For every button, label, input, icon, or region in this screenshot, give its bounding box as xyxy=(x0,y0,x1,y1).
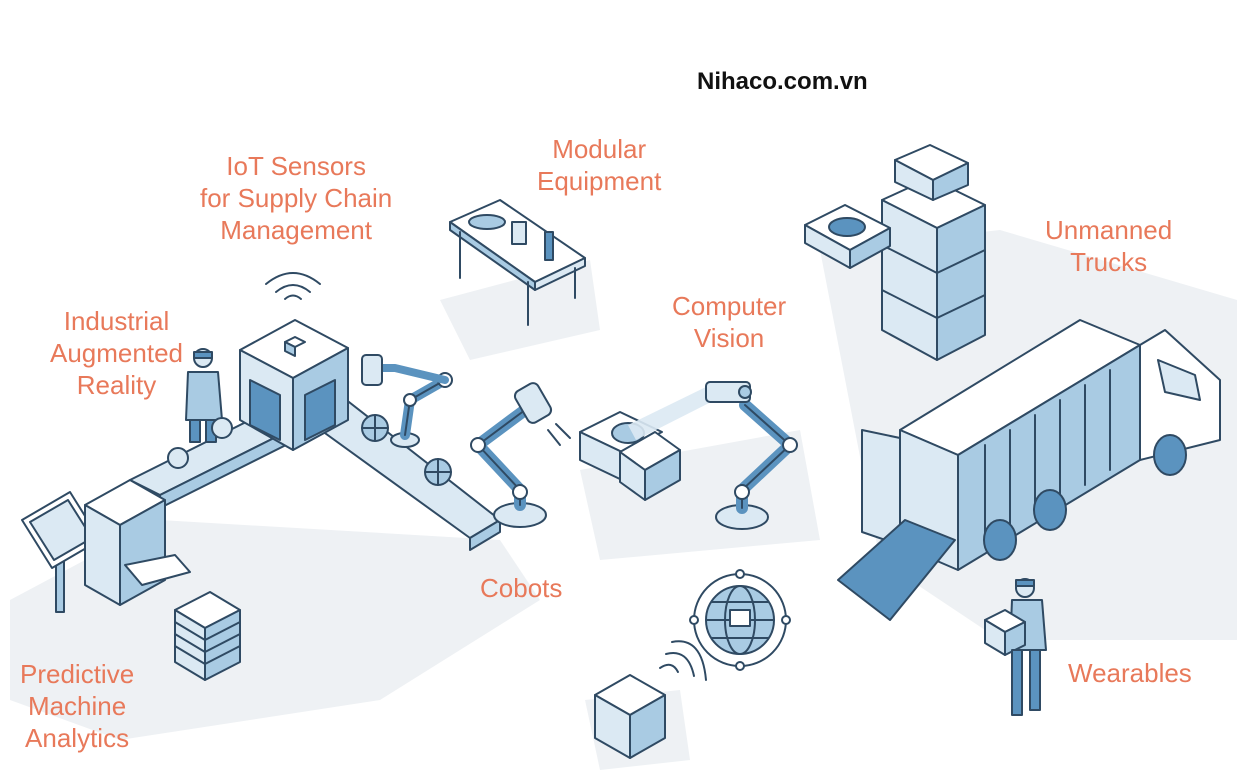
scale-icon xyxy=(804,204,891,269)
package-icon xyxy=(594,640,707,759)
label-line: Modular xyxy=(552,134,647,164)
label-wearables: Wearables xyxy=(1068,657,1192,689)
label-line: Machine xyxy=(27,691,127,721)
open-box-icon xyxy=(579,411,681,501)
label-line: Computer xyxy=(672,291,787,321)
worker-icon xyxy=(185,348,223,443)
label-industrial-ar: Industrial Augmented Reality xyxy=(50,305,183,401)
label-line: Equipment xyxy=(537,166,662,196)
robot-arm-icon xyxy=(361,354,453,448)
paper-stack-icon xyxy=(174,591,241,681)
label-computer-vision: Computer Vision xyxy=(672,290,786,354)
label-line: Wearables xyxy=(1068,658,1192,688)
label-predictive-analytics: Predictive Machine Analytics xyxy=(20,658,134,754)
label-line: Augmented xyxy=(50,338,183,368)
scanner-box-icon xyxy=(239,319,349,451)
globe-network-icon xyxy=(689,569,791,671)
cobot-arm-icon xyxy=(470,382,571,528)
label-modular-equipment: Modular Equipment xyxy=(537,133,661,197)
label-line: Management xyxy=(220,215,372,245)
workbench-icon xyxy=(449,199,586,326)
label-line: Analytics xyxy=(25,723,130,753)
label-line: Unmanned xyxy=(1045,215,1173,245)
globe-icon xyxy=(167,414,452,486)
vision-beam xyxy=(628,385,715,440)
label-line: Cobots xyxy=(480,573,563,603)
analytics-machine-icon xyxy=(84,479,191,606)
label-line: for Supply Chain xyxy=(200,183,393,213)
camera-arm-icon xyxy=(705,381,798,530)
label-line: Trucks xyxy=(1070,247,1148,277)
label-iot-sensors: IoT Sensors for Supply Chain Management xyxy=(200,150,392,246)
label-unmanned-trucks: Unmanned Trucks xyxy=(1045,214,1172,278)
label-line: IoT Sensors xyxy=(226,151,366,181)
tablet-kiosk-icon xyxy=(21,491,101,613)
shelving-icon xyxy=(881,144,986,361)
ramp-icon xyxy=(837,519,956,621)
label-line: Industrial xyxy=(63,306,170,336)
label-cobots: Cobots xyxy=(480,572,562,604)
worker-carrying-box-icon xyxy=(984,578,1047,716)
watermark-text: Nihaco.com.vn xyxy=(697,68,868,95)
label-line: Reality xyxy=(76,370,157,400)
wifi-signal-icon xyxy=(265,272,321,300)
label-line: Vision xyxy=(693,323,765,353)
label-line: Predictive xyxy=(20,659,135,689)
